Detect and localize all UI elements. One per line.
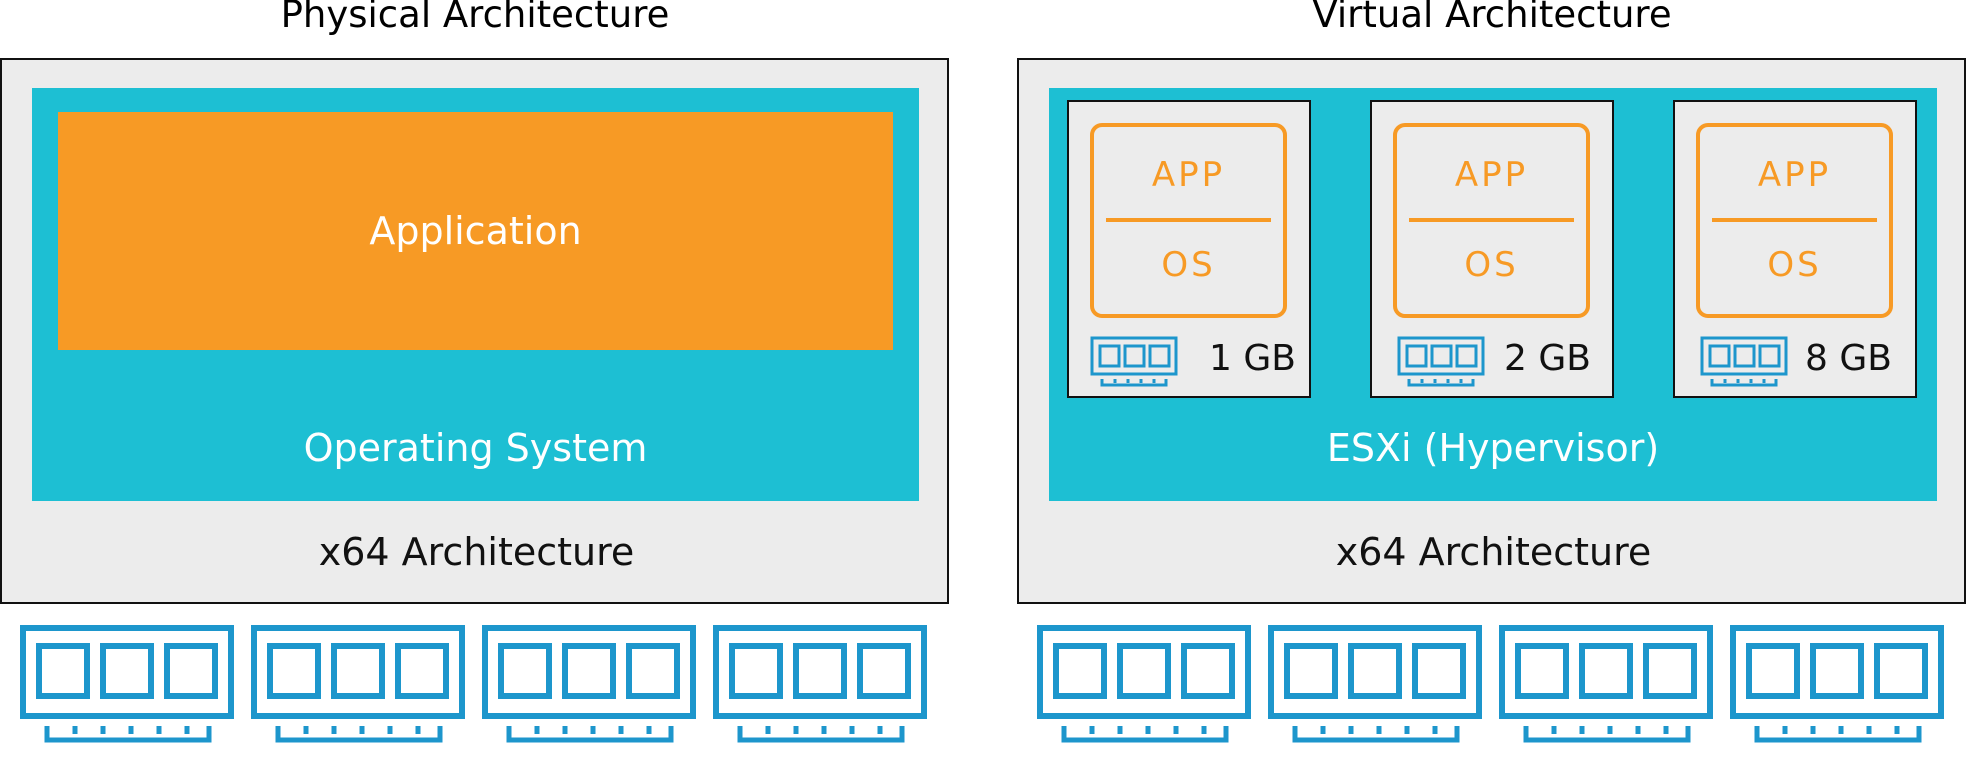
virtual-architecture-title: Virtual Architecture bbox=[1312, 0, 1672, 36]
vm-3-guest: APP OS bbox=[1696, 123, 1893, 318]
vm-2-memory: 2 GB bbox=[1504, 338, 1591, 379]
ram-module-icon bbox=[482, 625, 696, 743]
physical-hardware-box: Application Operating System x64 Archite… bbox=[0, 58, 949, 604]
vm-3-app-label: APP bbox=[1757, 155, 1832, 195]
vm-1-os-label: OS bbox=[1161, 245, 1216, 285]
ram-module-icon bbox=[1499, 625, 1713, 743]
vm-2-guest: APP OS bbox=[1393, 123, 1590, 318]
vm-1-guest: APP OS bbox=[1090, 123, 1287, 318]
ram-icon bbox=[1397, 336, 1485, 387]
ram-module-icon bbox=[251, 625, 465, 743]
vm-2-os-label: OS bbox=[1464, 245, 1519, 285]
ram-module-icon bbox=[713, 625, 927, 743]
ram-icon bbox=[1090, 336, 1178, 387]
hypervisor-label: ESXi (Hypervisor) bbox=[1326, 426, 1660, 470]
physical-ram-row bbox=[19, 624, 927, 746]
ram-module-icon bbox=[1730, 625, 1944, 743]
vm-3-os-label: OS bbox=[1767, 245, 1822, 285]
vm-1-divider bbox=[1106, 218, 1271, 222]
virtual-ram-row bbox=[1036, 624, 1946, 746]
operating-system-label: Operating System bbox=[303, 426, 648, 470]
physical-architecture-title: Physical Architecture bbox=[280, 0, 670, 36]
ram-module-icon bbox=[1037, 625, 1251, 743]
vm-3-memory: 8 GB bbox=[1805, 338, 1892, 379]
ram-icon bbox=[1700, 336, 1788, 387]
virtual-hardware-box: APP OS 1 GB APP OS bbox=[1017, 58, 1966, 604]
physical-os-layer: Application Operating System bbox=[32, 88, 919, 501]
vm-1: APP OS 1 GB bbox=[1067, 100, 1311, 398]
vm-3-divider bbox=[1712, 218, 1877, 222]
physical-x64-label: x64 Architecture bbox=[318, 530, 635, 574]
vm-1-app-label: APP bbox=[1151, 155, 1226, 195]
application-label: Application bbox=[369, 209, 582, 253]
hypervisor-layer: APP OS 1 GB APP OS bbox=[1049, 88, 1937, 501]
vm-2: APP OS 2 GB bbox=[1370, 100, 1614, 398]
ram-module-icon bbox=[1268, 625, 1482, 743]
vm-3: APP OS 8 GB bbox=[1673, 100, 1917, 398]
application-box: Application bbox=[58, 112, 893, 350]
vm-1-memory: 1 GB bbox=[1209, 338, 1296, 379]
virtual-x64-label: x64 Architecture bbox=[1335, 530, 1652, 574]
vm-2-divider bbox=[1409, 218, 1574, 222]
ram-module-icon bbox=[20, 625, 234, 743]
vm-2-app-label: APP bbox=[1454, 155, 1529, 195]
